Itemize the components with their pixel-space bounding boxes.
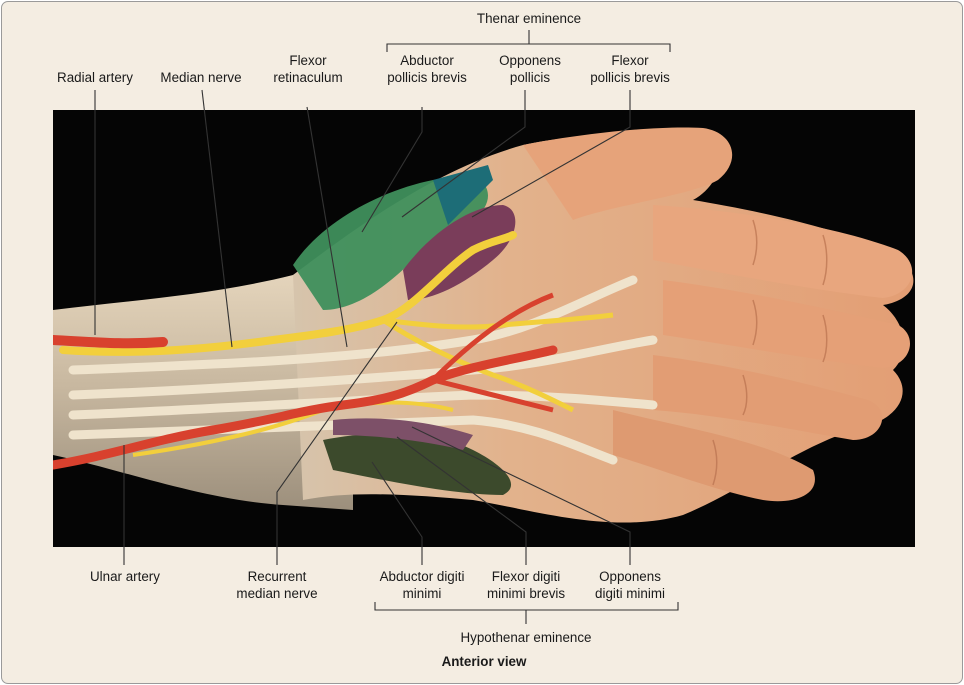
ulnar-artery-label: Ulnar artery: [90, 569, 160, 584]
figure-caption: Anterior view: [441, 654, 527, 669]
hand-dissection-photo: [53, 110, 915, 547]
hypothenar-eminence-label: Hypothenar eminence: [460, 630, 592, 645]
hand-dissection-illustration: [53, 127, 914, 523]
thenar-eminence-label: Thenar eminence: [476, 11, 582, 26]
radial-artery-label: Radial artery: [57, 70, 133, 85]
median-nerve-label: Median nerve: [160, 70, 242, 85]
hypothenar-bracket: [374, 602, 679, 611]
thenar-bracket: [386, 43, 671, 52]
